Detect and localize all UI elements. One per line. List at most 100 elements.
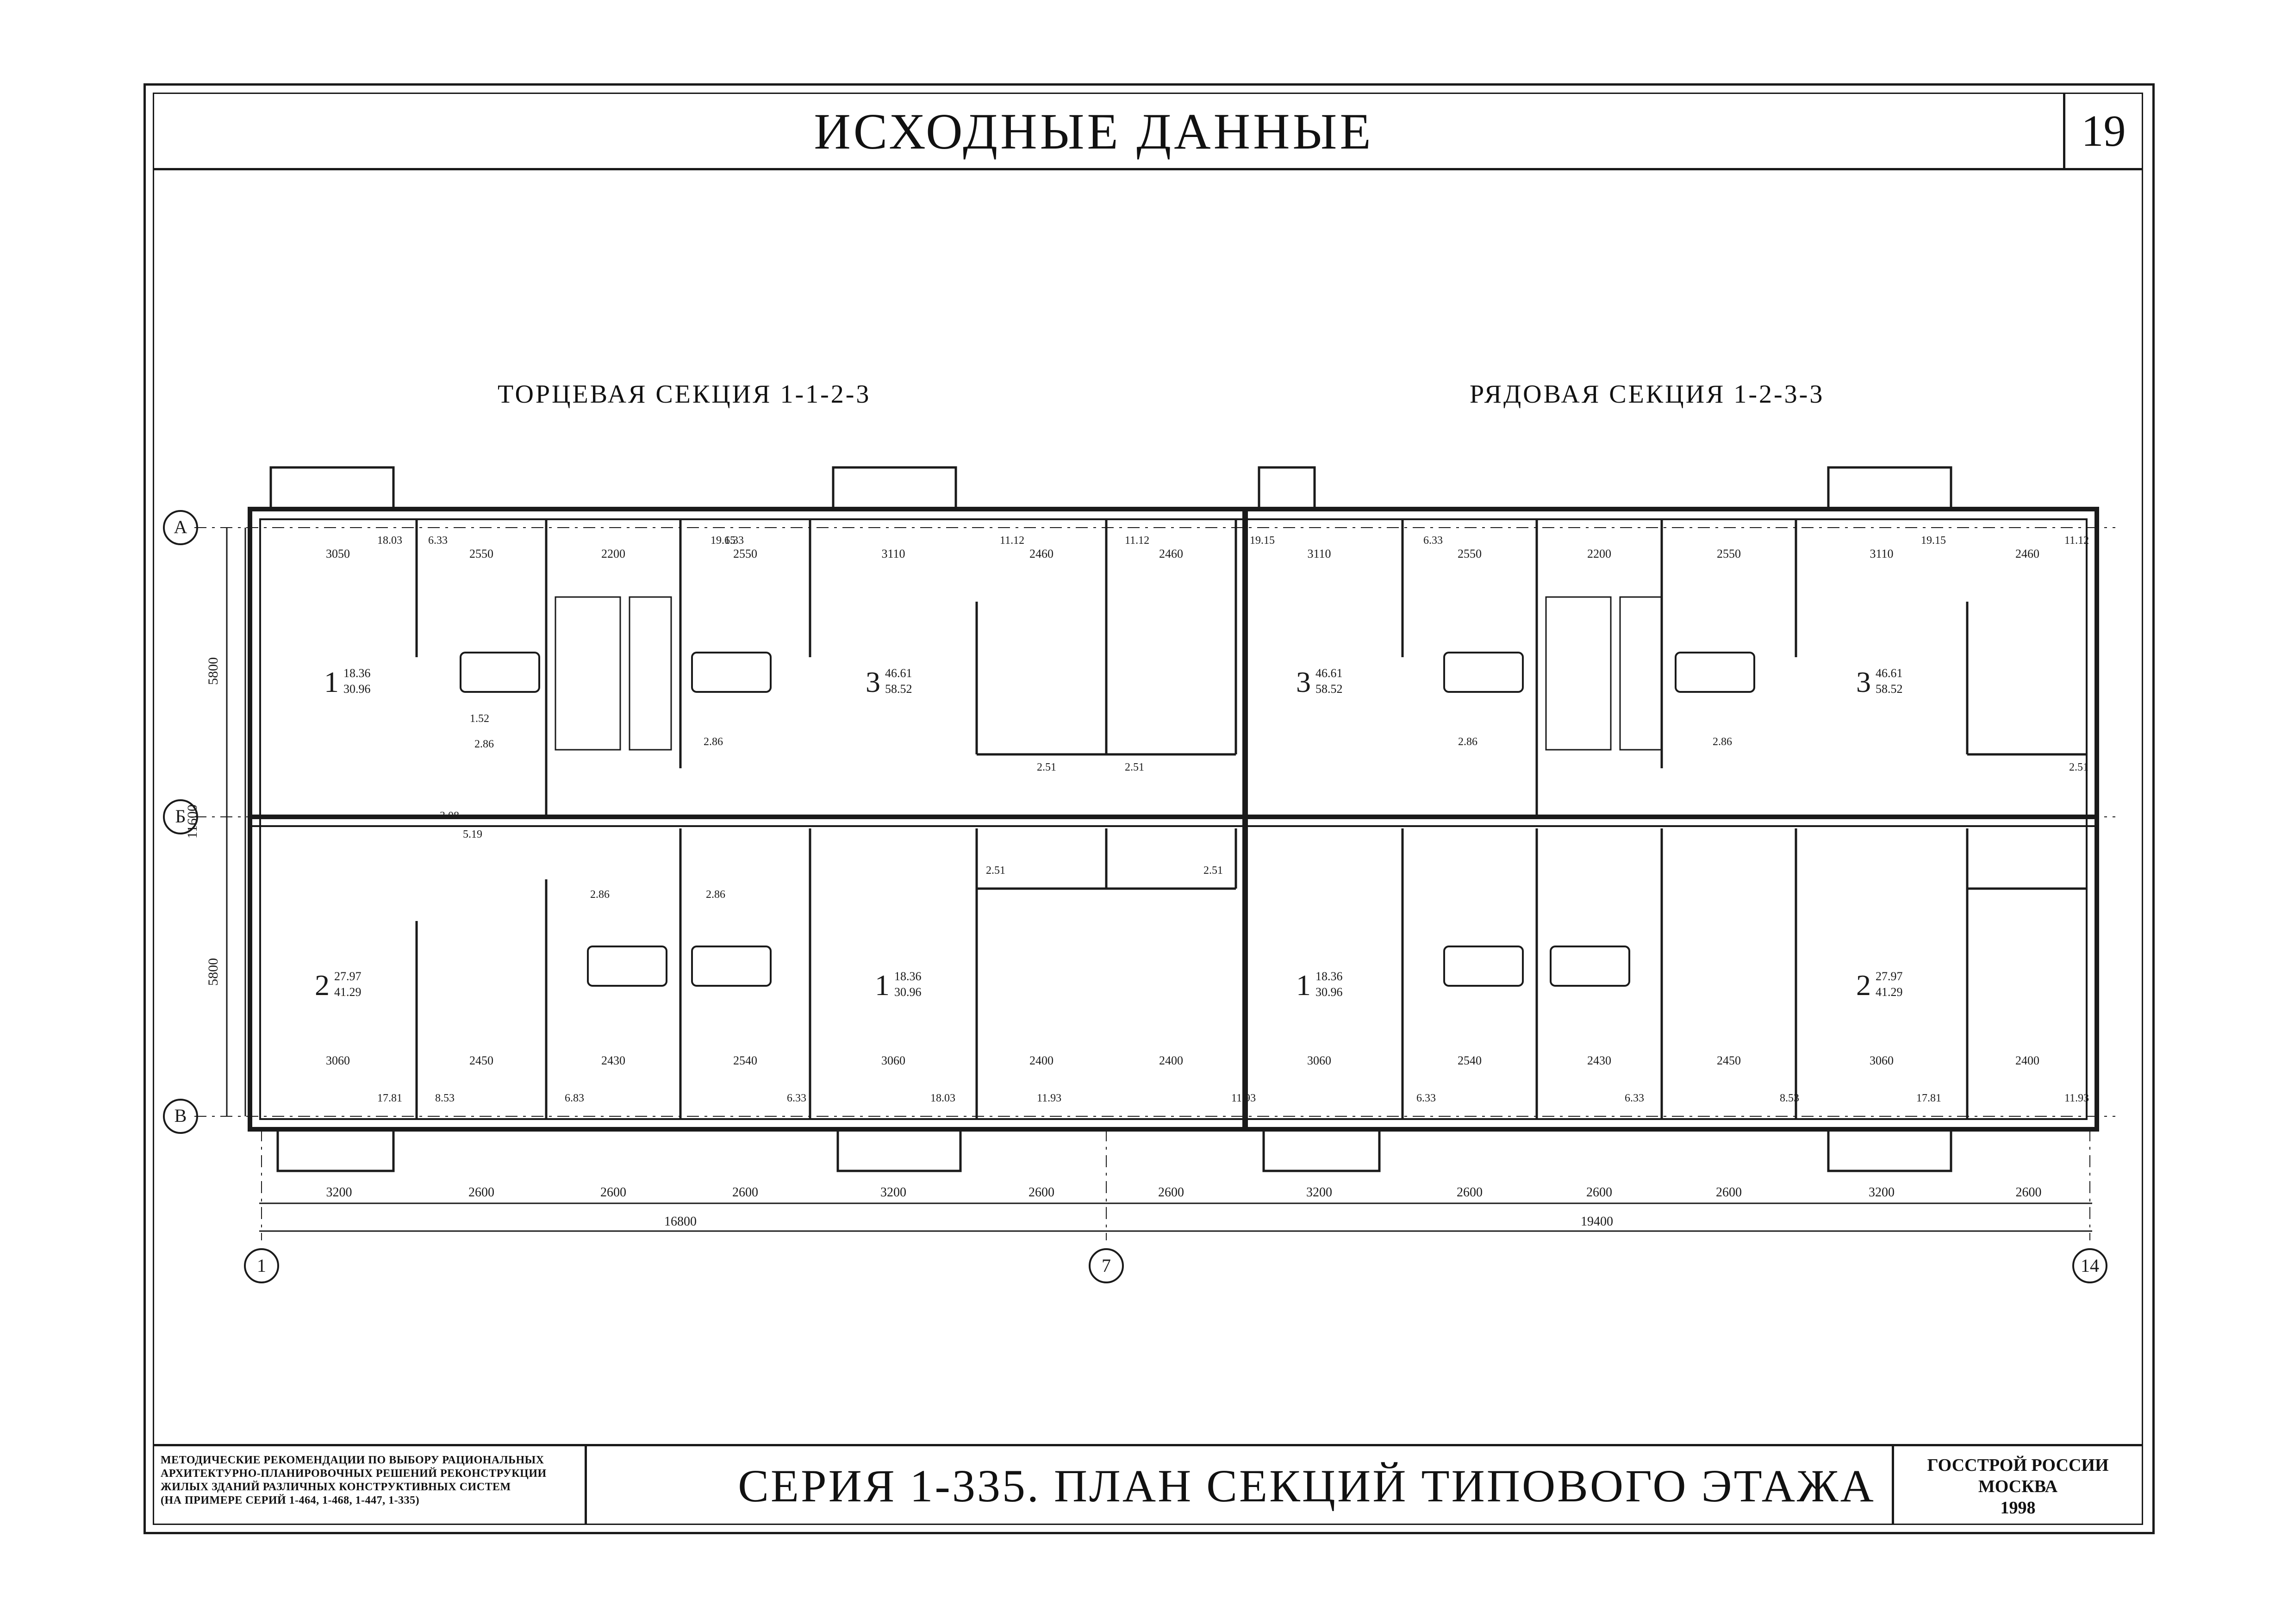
room-dimension: 3110	[1870, 547, 1893, 560]
apartment-living-area: 27.97	[334, 970, 362, 983]
room-dimension: 2400	[1159, 1054, 1183, 1067]
left-section-title: ТОРЦЕВАЯ СЕКЦИЯ 1-1-2-3	[498, 380, 871, 409]
axis-label-col-1: 1	[257, 1255, 266, 1276]
room-dimension: 2450	[469, 1054, 493, 1067]
area-label: 1.52	[470, 713, 489, 725]
room-dimension: 3110	[881, 547, 905, 560]
area-label: 2.86	[590, 889, 610, 901]
partitions	[415, 519, 2087, 1119]
area-label: 6.33	[1423, 535, 1443, 547]
axis-bubble	[163, 1099, 198, 1134]
apartment-living-area: 46.61	[885, 666, 912, 680]
area-label: 17.81	[377, 1092, 402, 1104]
area-label: 19.15	[1250, 535, 1275, 547]
room-dimension: 3060	[1307, 1054, 1331, 1067]
dimension-label: 2600	[1029, 1185, 1054, 1200]
area-label: 3.08	[440, 810, 459, 822]
area-label: 2.51	[1125, 761, 1144, 773]
area-label: 6.33	[428, 535, 448, 547]
axis-bubble	[244, 1248, 279, 1283]
area-label: 6.33	[787, 1092, 806, 1104]
apartment-rooms: 1	[875, 969, 890, 1002]
dimension-label: 3200	[1306, 1185, 1332, 1200]
footer-left-line: ЖИЛЫХ ЗДАНИЙ РАЗЛИЧНЫХ КОНСТРУКТИВНЫХ СИ…	[161, 1481, 511, 1493]
area-label: 2.51	[1203, 865, 1223, 877]
apartment-rooms: 3	[1856, 666, 1871, 698]
area-label: 2.86	[1458, 736, 1477, 748]
area-label: 6.83	[565, 1092, 584, 1104]
area-label: 2.51	[1037, 761, 1056, 773]
footer-left-line: АРХИТЕКТУРНО-ПЛАНИРОВОЧНЫХ РЕШЕНИЙ РЕКОН…	[161, 1468, 547, 1480]
apartment-total-area: 58.52	[885, 682, 912, 696]
room-dimension: 3060	[881, 1054, 905, 1067]
apartment-living-area: 18.36	[1315, 970, 1343, 983]
room-dimension: 2460	[2015, 547, 2039, 560]
area-label: 6.33	[724, 535, 744, 547]
room-dimension: 2400	[2015, 1054, 2039, 1067]
room-dimension: 2460	[1029, 547, 1053, 560]
room-dimension: 3060	[326, 1054, 350, 1067]
vertical-dimension: 5800	[206, 657, 221, 685]
area-label: 8.53	[435, 1092, 455, 1104]
footer-left-line: МЕТОДИЧЕСКИЕ РЕКОМЕНДАЦИИ ПО ВЫБОРУ РАЦИ…	[161, 1454, 544, 1466]
dimension-label: 3200	[326, 1185, 352, 1200]
drawing-name: СЕРИЯ 1-335. ПЛАН СЕКЦИЙ ТИПОВОГО ЭТАЖА	[738, 1460, 1876, 1512]
room-dimension: 3050	[326, 547, 350, 560]
area-label: 2.86	[1713, 736, 1732, 748]
apartment-rooms: 3	[1296, 666, 1311, 698]
area-label: 18.03	[377, 535, 402, 547]
vertical-dimension: 11600	[185, 804, 200, 839]
axis-bubble	[2072, 1248, 2107, 1283]
apartment-total-area: 58.52	[1876, 682, 1903, 696]
dimension-label: 2600	[600, 1185, 626, 1200]
apartment-living-area: 46.61	[1876, 666, 1903, 680]
apartment-living-area: 27.97	[1876, 970, 1903, 983]
area-label: 8.53	[1780, 1092, 1799, 1104]
room-dimension: 2200	[1587, 547, 1611, 560]
title-block-right: ГОССТРОЙ РОССИИ МОСКВА 1998	[1892, 1446, 2142, 1524]
apartment-rooms: 3	[866, 666, 880, 698]
axis-label-3: В	[175, 1105, 187, 1126]
room-dimension: 2550	[1717, 547, 1741, 560]
total-dimension: 16800	[664, 1214, 697, 1229]
balcony	[836, 1128, 962, 1172]
area-label: 18.03	[930, 1092, 955, 1104]
dimension-label: 2600	[1716, 1185, 1742, 1200]
room-dimension: 3060	[1870, 1054, 1894, 1067]
footer-left-line: (НА ПРИМЕРЕ СЕРИЙ 1-464, 1-468, 1-447, 1…	[161, 1494, 420, 1506]
axis-bubble	[163, 510, 198, 545]
area-label: 6.33	[1625, 1092, 1644, 1104]
apartment-rooms: 1	[324, 666, 339, 698]
apartment-rooms: 2	[1856, 969, 1871, 1002]
apartment-living-area: 18.36	[894, 970, 922, 983]
outer-frame	[143, 83, 2155, 1534]
dimension-label: 3200	[1869, 1185, 1895, 1200]
room-dimension: 2540	[1458, 1054, 1482, 1067]
apartment-living-area: 46.61	[1315, 666, 1343, 680]
bathtub	[460, 652, 1755, 987]
room-dimension: 2400	[1029, 1054, 1053, 1067]
dimension-label: 2600	[1158, 1185, 1184, 1200]
year: 1998	[2000, 1498, 2036, 1518]
title-bar: ИСХОДНЫЕ ДАННЫЕ 19	[154, 94, 2142, 170]
balcony	[1827, 1128, 1952, 1172]
room-dimension: 2460	[1159, 547, 1183, 560]
room-dimension: 2550	[469, 547, 493, 560]
apartment-rooms: 1	[1296, 969, 1311, 1002]
area-label: 2.86	[706, 889, 725, 901]
inner-frame	[153, 93, 2143, 1525]
area-label: 11.93	[1037, 1092, 1061, 1104]
area-label: 11.93	[1231, 1092, 1256, 1104]
apartment-rooms: 2	[315, 969, 330, 1002]
room-dimension: 2430	[601, 1054, 625, 1067]
area-label: 6.33	[1416, 1092, 1436, 1104]
axis-lines	[194, 527, 2115, 1240]
city: МОСКВА	[1978, 1477, 2058, 1496]
title-block-left: МЕТОДИЧЕСКИЕ РЕКОМЕНДАЦИИ ПО ВЫБОРУ РАЦИ…	[154, 1446, 587, 1524]
balcony	[1262, 1128, 1381, 1172]
apartment-total-area: 58.52	[1315, 682, 1343, 696]
axis-label-2: Б	[175, 806, 186, 827]
balcony	[832, 466, 957, 510]
apartment-total-area: 41.29	[334, 985, 362, 999]
